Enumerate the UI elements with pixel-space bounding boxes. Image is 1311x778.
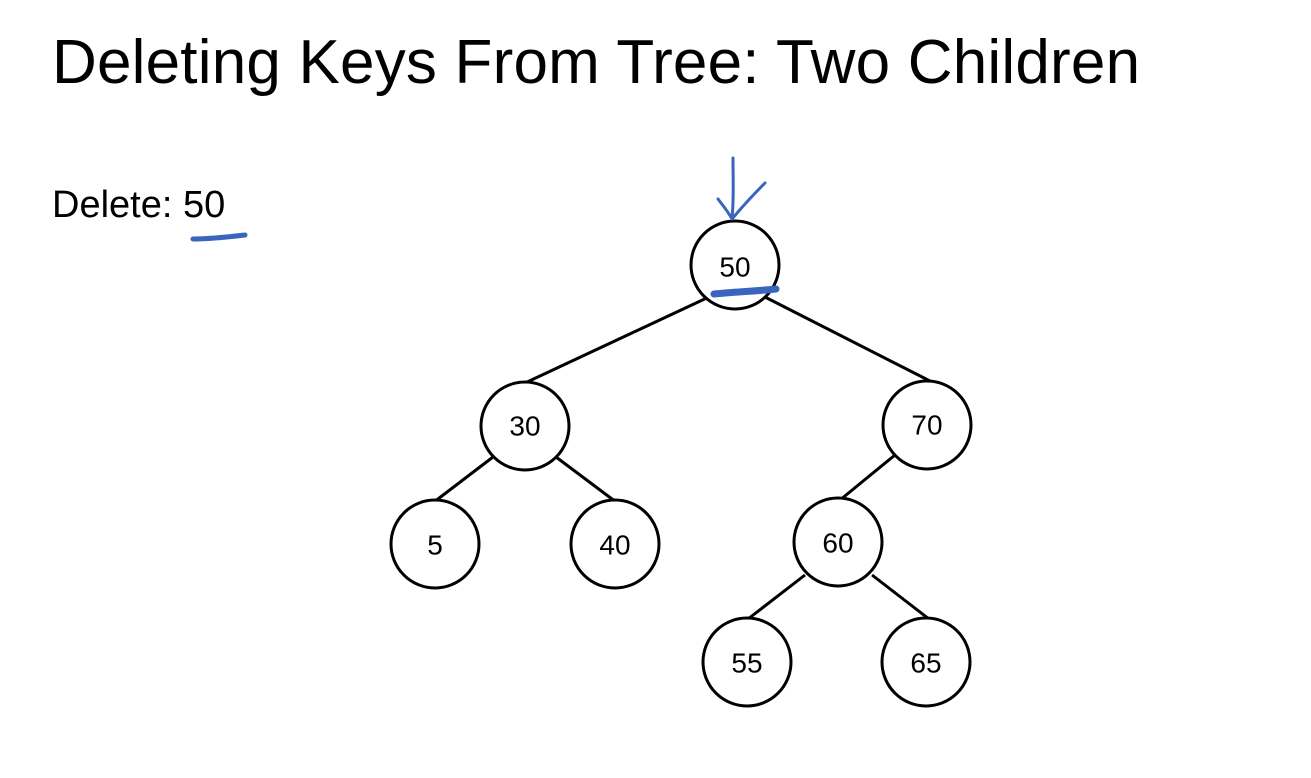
slide-title: Deleting Keys From Tree: Two Children: [52, 28, 1141, 97]
tree-node-30: 30: [479, 380, 571, 472]
node-label-70: 70: [911, 410, 942, 441]
tree-node-65: 65: [880, 616, 972, 708]
delete-key-underline-ink: [190, 232, 248, 242]
delete-label: Delete:: [52, 184, 173, 226]
node-label-50: 50: [719, 252, 750, 283]
node-label-40: 40: [599, 530, 630, 561]
tree-node-70: 70: [881, 379, 973, 471]
edge-30-5: [433, 455, 494, 504]
delete-instruction: Delete: 50: [52, 186, 225, 224]
tree-node-50: 50: [689, 219, 781, 311]
tree-node-5: 5: [389, 498, 481, 590]
tree-node-55: 55: [701, 616, 793, 708]
node-label-65: 65: [910, 648, 941, 679]
node-label-30: 30: [509, 411, 540, 442]
delete-key: 50: [182, 184, 226, 226]
tree-edges: [433, 294, 931, 621]
node-label-60: 60: [822, 528, 853, 559]
edge-60-65: [871, 573, 930, 621]
tree-node-60: 60: [792, 496, 884, 588]
edge-50-30: [524, 294, 712, 385]
edge-50-70: [762, 294, 931, 383]
tree-node-40: 40: [569, 498, 661, 590]
node-label-5: 5: [427, 530, 443, 561]
tree-nodes: 50 30 70 5 40 60: [389, 219, 973, 708]
ink-annotations: [190, 156, 780, 298]
pointer-arrow-icon: [716, 156, 767, 221]
edge-70-60: [839, 453, 896, 502]
node-label-55: 55: [731, 648, 762, 679]
edge-60-55: [747, 573, 806, 621]
node-underline-ink: [710, 285, 780, 298]
edge-30-40: [555, 455, 617, 504]
